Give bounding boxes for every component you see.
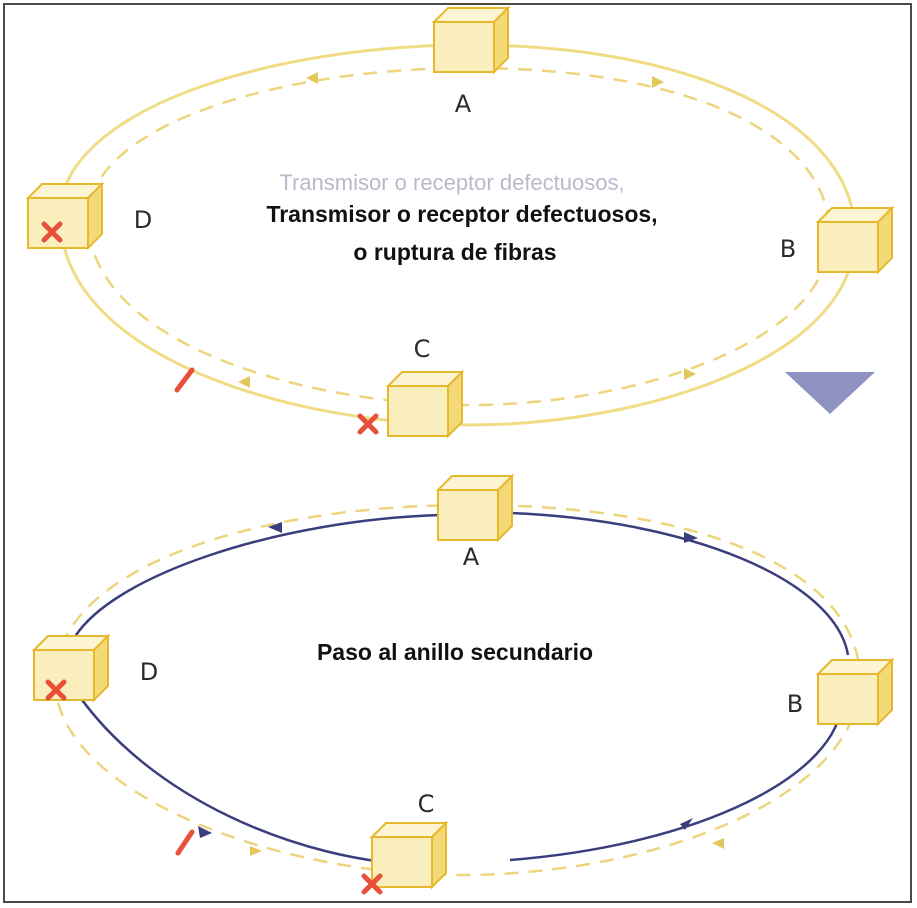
node-box-c — [387, 371, 463, 437]
node-box-b — [817, 659, 893, 725]
node-box-d — [33, 635, 109, 701]
ring-arrow-icon — [238, 376, 250, 388]
node-box-d — [27, 183, 103, 249]
node-label-d: D — [134, 206, 152, 234]
node-box-a — [433, 7, 509, 73]
caption-secondary-ring: Paso al anillo secundario — [317, 639, 593, 665]
secondary-ring-inner — [86, 66, 832, 407]
caption-ghost: Transmisor o receptor defectuosos, — [279, 170, 624, 195]
ring-arrow-icon — [268, 522, 282, 533]
caption-line-2: o ruptura de fibras — [353, 239, 556, 265]
ring-arrow-icon — [306, 72, 318, 84]
node-label-b: B — [780, 235, 796, 263]
node-label-a: A — [463, 543, 480, 571]
ring-arrow-icon — [712, 838, 724, 849]
node-label-c: C — [418, 790, 435, 818]
primary-ring-outer-dashed — [53, 503, 862, 877]
fiber-break-icon — [175, 829, 195, 856]
node-label-b: B — [787, 690, 803, 718]
node-box-b — [817, 207, 893, 273]
ring-arrow-icon — [684, 532, 698, 543]
ring-arrow-icon — [684, 368, 696, 380]
top-ring-diagram: Transmisor o receptor defectuosos, A D B… — [27, 7, 893, 437]
node-label-c: C — [414, 335, 431, 363]
caption-line-1: Transmisor o receptor defectuosos, — [266, 201, 657, 227]
ring-arrow-icon — [250, 846, 262, 856]
bottom-ring-diagram: A D B C Paso al anillo secundario — [33, 475, 893, 892]
ring-arrow-icon — [652, 76, 664, 88]
node-box-c — [371, 822, 447, 888]
arrow-down-icon — [785, 372, 875, 414]
primary-ring-outer — [58, 43, 857, 427]
secondary-ring-active — [71, 511, 850, 867]
node-label-d: D — [140, 658, 158, 686]
node-label-a: A — [455, 90, 472, 118]
ring-arrow-icon — [198, 826, 212, 838]
node-box-a — [437, 475, 513, 541]
fiber-break-icon — [174, 367, 195, 393]
ring-arrow-icon — [680, 818, 693, 830]
figure-frame — [3, 3, 912, 903]
